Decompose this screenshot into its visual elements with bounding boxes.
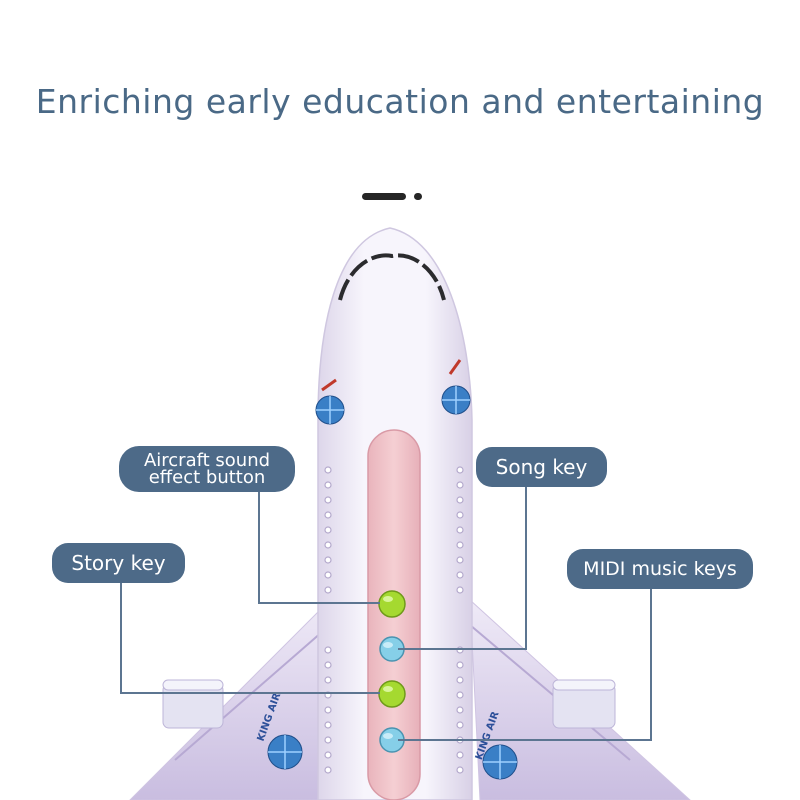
cockpit-window	[338, 253, 446, 301]
left-wing	[129, 598, 331, 800]
left-engine	[162, 683, 224, 729]
blue-button-2	[379, 727, 405, 753]
label-midi-music-keys: MIDI music keys	[567, 549, 753, 589]
leader-song-h	[398, 648, 527, 650]
carousel-dash	[362, 193, 406, 200]
label-song-key: Song key	[476, 447, 607, 487]
leader-story-h	[120, 692, 380, 694]
blue-button-1	[379, 636, 405, 662]
headline: Enriching early education and entertaini…	[35, 82, 765, 121]
leader-story-v	[120, 583, 122, 694]
green-button-2	[378, 680, 406, 708]
leader-song-v	[525, 487, 527, 650]
leader-midi-h	[398, 739, 652, 741]
nose-logo-right	[441, 359, 471, 415]
leader-midi-v	[650, 589, 652, 741]
leader-aircraft-h	[258, 602, 380, 604]
green-button-1	[378, 590, 406, 618]
right-engine	[552, 683, 616, 729]
leader-aircraft-v	[258, 492, 260, 604]
carousel-dot	[414, 193, 422, 200]
label-story-key: Story key	[52, 543, 185, 583]
label-aircraft-sound-button: Aircraft sound effect button	[119, 446, 295, 492]
nose-logo-left	[315, 378, 345, 425]
